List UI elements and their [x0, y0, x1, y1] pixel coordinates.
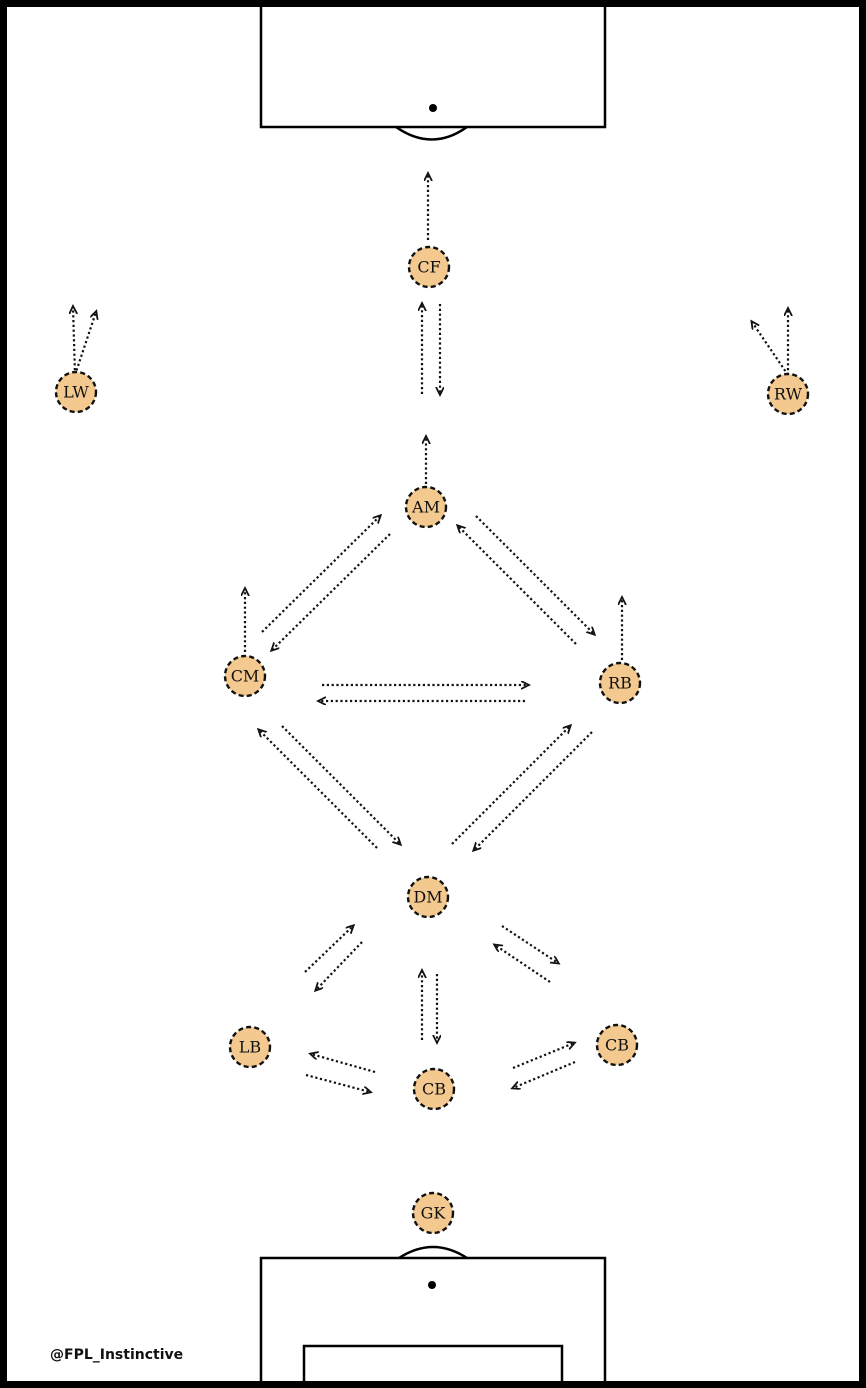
credit-text: @FPL_Instinctive [50, 1347, 183, 1363]
arrow-dm-to-rb [451, 726, 570, 845]
player-rw[interactable]: RW [766, 372, 810, 416]
arrow-dm-to-cb2 [501, 925, 558, 963]
player-cb-right[interactable]: CB [595, 1023, 639, 1067]
arrow-cb1-to-cb2 [512, 1043, 574, 1070]
arrow-rw-run-2 [752, 322, 789, 376]
arrow-rb-to-dm [474, 731, 593, 850]
player-label-lw: LW [63, 383, 89, 402]
movement-arrows [73, 174, 788, 1092]
top-penalty-box [259, 0, 607, 129]
player-label-cb-left: CB [422, 1080, 446, 1099]
player-label-dm: DM [413, 888, 442, 907]
bottom-six-yard-box [302, 1344, 564, 1388]
player-dm[interactable]: DM [406, 875, 450, 919]
bottom-penalty-arc [398, 1245, 468, 1260]
player-lw[interactable]: LW [54, 370, 98, 414]
arrow-cb2-to-cb1 [513, 1060, 576, 1088]
player-label-am: AM [411, 498, 440, 517]
player-gk[interactable]: GK [411, 1191, 455, 1235]
arrow-am-to-cm [272, 533, 391, 650]
player-cb-left[interactable]: CB [412, 1067, 456, 1111]
bottom-penalty-spot [428, 1281, 436, 1289]
arrow-lw-run-2 [73, 312, 96, 376]
player-label-gk: GK [421, 1204, 447, 1223]
top-penalty-spot [429, 104, 437, 112]
player-label-rb: RB [608, 674, 632, 693]
arrow-lw-run-1 [73, 307, 75, 376]
player-lb[interactable]: LB [228, 1025, 272, 1069]
arrow-dm-to-cm [259, 730, 378, 849]
arrow-cm-to-dm [281, 725, 400, 844]
arrow-lb-to-dm [304, 926, 353, 973]
arrow-cb1-to-lb [311, 1054, 376, 1074]
player-label-rw: RW [774, 385, 803, 404]
player-label-cm: CM [231, 667, 260, 686]
player-cf[interactable]: CF [407, 245, 451, 289]
player-label-lb: LB [239, 1038, 261, 1057]
player-cm[interactable]: CM [223, 654, 267, 698]
player-label-cb-right: CB [605, 1036, 629, 1055]
player-label-cf: CF [417, 258, 440, 277]
arrow-rb-to-am [458, 526, 577, 645]
player-am[interactable]: AM [404, 485, 448, 529]
bottom-penalty-box [259, 1256, 607, 1388]
top-penalty-arc [395, 125, 468, 141]
arrow-cm-to-am [261, 516, 380, 633]
player-rb[interactable]: RB [598, 661, 642, 705]
arrow-am-to-rb [475, 515, 594, 634]
arrow-lb-to-cb1 [305, 1073, 370, 1092]
arrow-cb2-to-dm [495, 945, 551, 983]
arrow-dm-to-lb [316, 941, 363, 990]
